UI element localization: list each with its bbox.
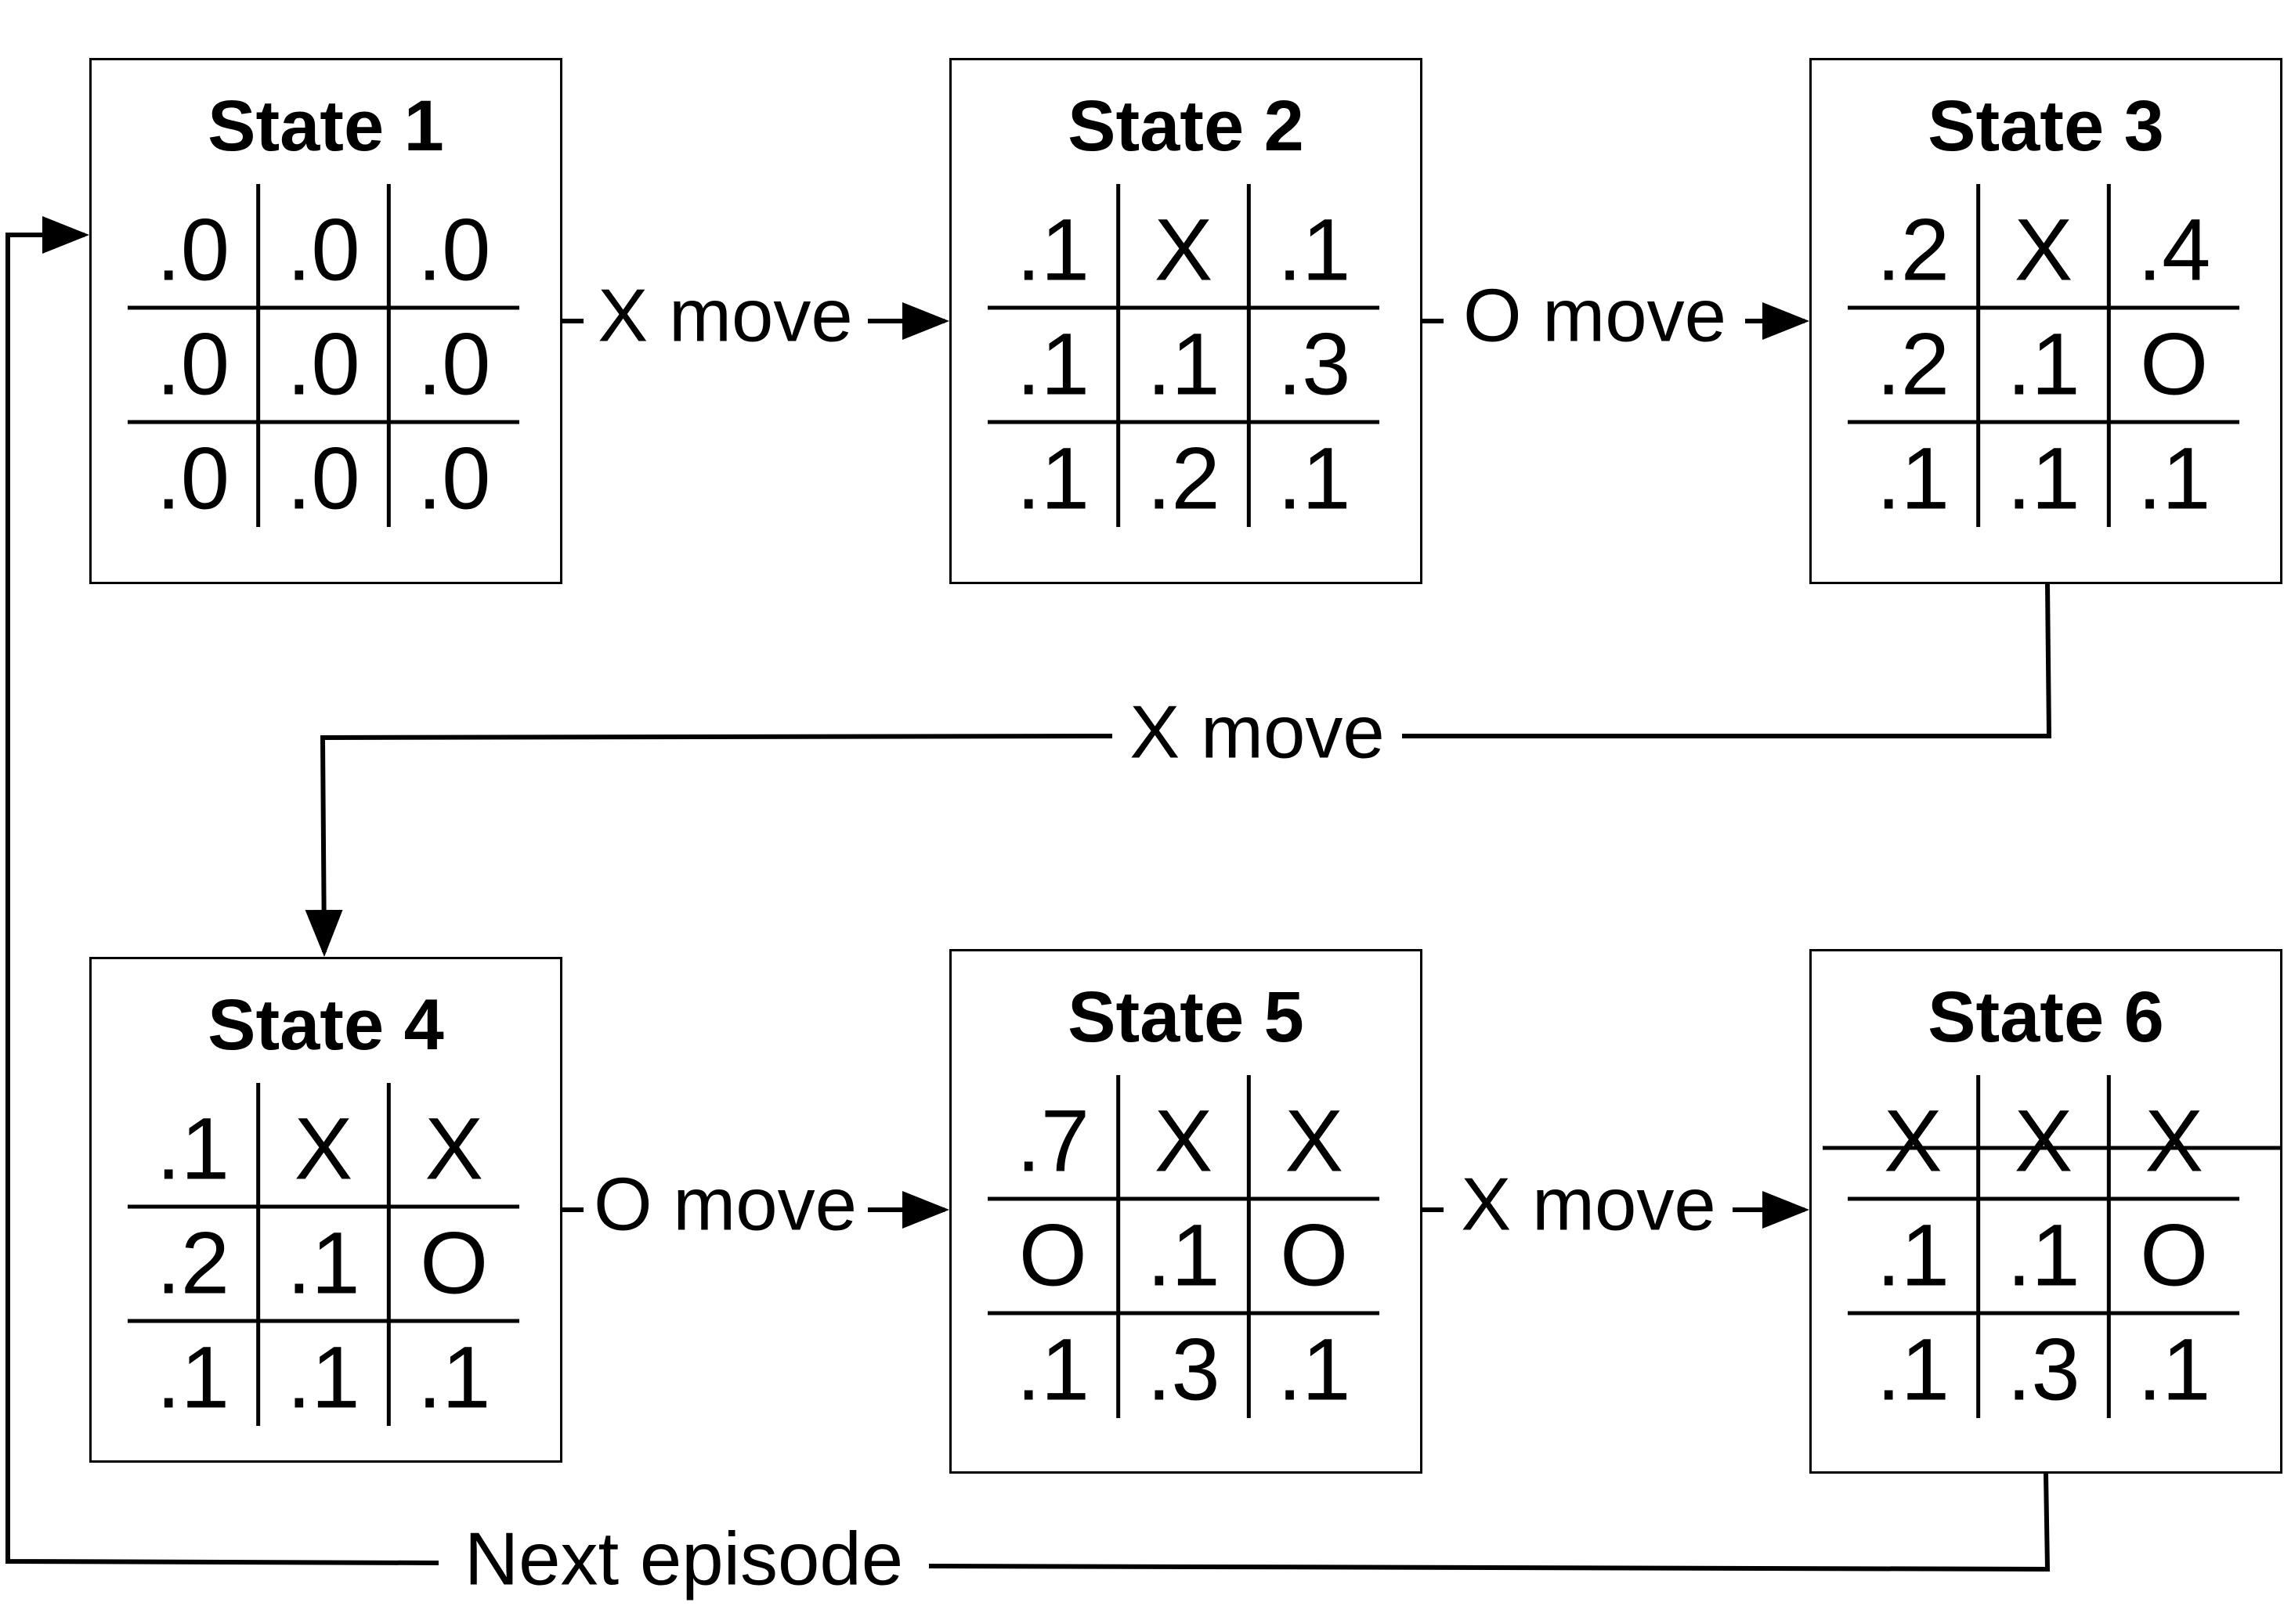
- cell-r0-c1: X: [1155, 1092, 1213, 1190]
- cell-r2-c1: .0: [287, 430, 360, 528]
- edge-s2-s3: O move: [1422, 273, 1809, 357]
- cell-r2-c2: .1: [2138, 1321, 2210, 1419]
- cell-r2-c0: .0: [157, 430, 229, 528]
- cell-r1-c1: .1: [2007, 316, 2080, 413]
- edge-s2-s3-label: O move: [1463, 273, 1726, 357]
- cell-r2-c1: .3: [2007, 1321, 2080, 1419]
- cell-r0-c2: .0: [417, 201, 490, 299]
- cell-r1-c1: .1: [287, 1214, 360, 1312]
- cell-r1-c1: .1: [2007, 1207, 2080, 1305]
- cell-r1-c1: .1: [1147, 1207, 1220, 1305]
- edge-s4-s5: O move: [562, 1162, 949, 1246]
- state-2-board: .1 X .1 .1 .1 .3 .1 .2 .1: [988, 184, 1379, 528]
- cell-r2-c2: .0: [417, 430, 490, 528]
- cell-r2-c2: .1: [2138, 430, 2210, 528]
- cell-r0-c2: X: [2145, 1092, 2203, 1190]
- cell-r1-c0: O: [1019, 1207, 1087, 1305]
- cell-r2-c1: .3: [1147, 1321, 1220, 1419]
- cell-r0-c0: X: [1884, 1092, 1942, 1190]
- edge-s5-s6-label: X move: [1461, 1162, 1715, 1246]
- cell-r1-c2: O: [1280, 1207, 1348, 1305]
- state-1-box: State 1 .0 .0 .0 .0 .0 .0 .0 .0 .0: [89, 58, 562, 584]
- cell-r0-c2: X: [1285, 1092, 1343, 1190]
- state-1-title: State 1: [208, 86, 444, 166]
- cell-r0-c0: .2: [1877, 201, 1950, 299]
- cell-r1-c0: .2: [1877, 316, 1950, 413]
- cell-r0-c2: .1: [1278, 201, 1350, 299]
- cell-r2-c1: .2: [1147, 430, 1220, 528]
- edge-s6-s1: Next episode: [5, 216, 2051, 1601]
- state-3-board: .2 X .4 .2 .1 O .1 .1 .1: [1848, 184, 2239, 528]
- cell-r0-c0: .7: [1017, 1092, 1090, 1190]
- state-4-title: State 4: [208, 985, 444, 1065]
- edge-s1-s2-label: X move: [598, 273, 852, 357]
- cell-r0-c1: X: [2015, 1092, 2073, 1190]
- state-1-board: .0 .0 .0 .0 .0 .0 .0 .0 .0: [128, 184, 519, 528]
- cell-r2-c2: .1: [1278, 1321, 1350, 1419]
- cell-r2-c1: .1: [287, 1329, 360, 1427]
- cell-r1-c1: .1: [1147, 316, 1220, 413]
- state-2-box: State 2 .1 X .1 .1 .1 .3 .1 .2 .1: [949, 58, 1422, 584]
- state-3-box: State 3 .2 X .4 .2 .1 O .1 .1 .1: [1809, 58, 2282, 584]
- cell-r0-c1: .0: [287, 201, 360, 299]
- cell-r1-c2: O: [420, 1214, 488, 1312]
- cell-r0-c1: X: [1155, 201, 1213, 299]
- cell-r2-c0: .1: [1017, 430, 1090, 528]
- cell-r2-c2: .1: [1278, 430, 1350, 528]
- state-3-title: State 3: [1928, 86, 2164, 166]
- cell-r0-c2: X: [425, 1100, 483, 1198]
- edge-s6-s1-path-left: [5, 216, 439, 1565]
- cell-r2-c1: .1: [2007, 430, 2080, 528]
- cell-r2-c2: .1: [417, 1329, 490, 1427]
- edge-s3-s4: X move: [305, 583, 2052, 957]
- cell-r1-c2: .0: [417, 316, 490, 413]
- edge-s3-s4-label: X move: [1129, 690, 1384, 774]
- edge-s6-s1-label: Next episode: [464, 1517, 903, 1601]
- cell-r0-c0: .0: [157, 201, 229, 299]
- cell-r1-c0: .2: [157, 1214, 229, 1312]
- cell-r2-c0: .1: [1017, 1321, 1090, 1419]
- cell-r2-c0: .1: [1877, 430, 1950, 528]
- cell-r0-c1: X: [2015, 201, 2073, 299]
- cell-r0-c0: .1: [1017, 201, 1090, 299]
- edge-s1-s2: X move: [562, 273, 949, 357]
- cell-r1-c1: .0: [287, 316, 360, 413]
- cell-r0-c1: X: [295, 1100, 353, 1198]
- edge-s3-s4-path-right: [1402, 583, 2052, 738]
- cell-r1-c0: .0: [157, 316, 229, 413]
- cell-r1-c2: O: [2140, 1207, 2208, 1305]
- cell-r1-c0: .1: [1877, 1207, 1950, 1305]
- cell-r0-c2: .4: [2138, 201, 2210, 299]
- cell-r2-c0: .1: [157, 1329, 229, 1427]
- edge-s6-s1-path-right: [928, 1473, 2051, 1572]
- edge-s5-s6: X move: [1422, 1162, 1809, 1246]
- cell-r1-c0: .1: [1017, 316, 1090, 413]
- state-6-title: State 6: [1928, 977, 2164, 1057]
- state-5-title: State 5: [1068, 977, 1304, 1057]
- state-2-title: State 2: [1068, 86, 1304, 166]
- edge-s3-s4-path-left: [305, 734, 1113, 957]
- cell-r2-c0: .1: [1877, 1321, 1950, 1419]
- cell-r1-c2: O: [2140, 316, 2208, 413]
- edge-s4-s5-label: O move: [594, 1162, 857, 1246]
- cell-r1-c2: .3: [1278, 316, 1350, 413]
- cell-r0-c0: .1: [157, 1100, 229, 1198]
